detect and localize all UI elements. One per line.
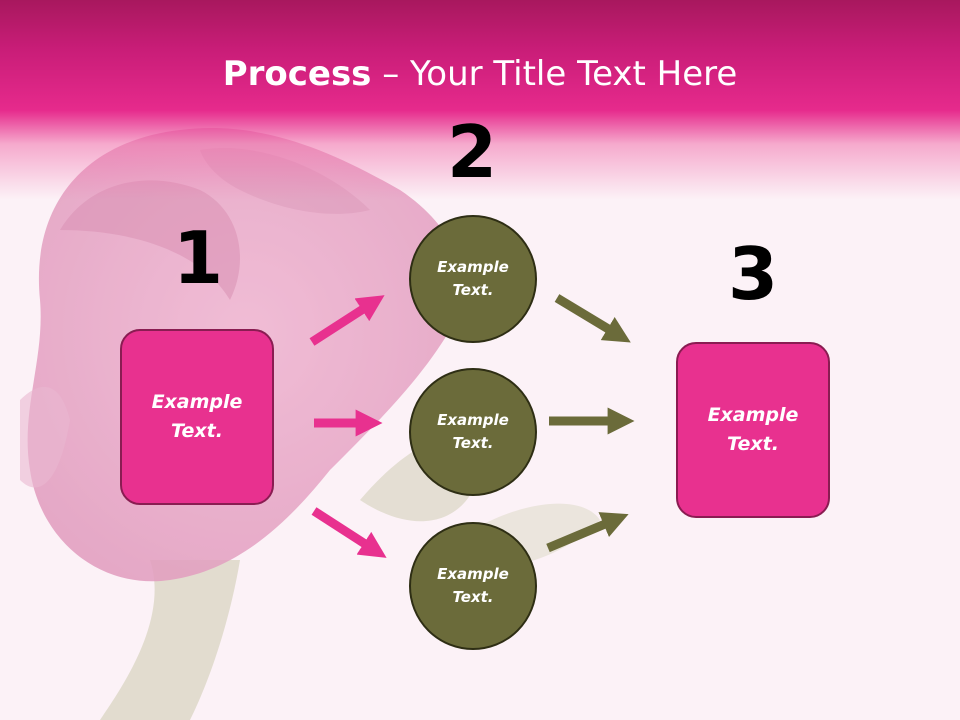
process-box-right: Example Text. [676, 342, 830, 518]
box-left-label: Example Text. [151, 391, 243, 442]
process-circle-top: Example Text. [409, 215, 537, 343]
rose-stem [100, 560, 240, 720]
circle-top-label: Example Text. [437, 258, 509, 299]
title-banner [0, 0, 960, 200]
process-circle-bottom: Example Text. [409, 522, 537, 650]
arrow-from-circle-bottom [546, 512, 629, 553]
rose-petal [60, 180, 240, 300]
process-circle-middle: Example Text. [409, 368, 537, 496]
arrow-to-circle-bottom [311, 507, 387, 558]
circle-middle-label: Example Text. [437, 411, 509, 452]
circle-bottom-label: Example Text. [437, 565, 509, 606]
step-number-1: 1 [172, 216, 224, 300]
process-box-left: Example Text. [120, 329, 274, 505]
step-number-3: 3 [727, 232, 779, 316]
arrow-to-circle-top [309, 295, 385, 346]
step-number-2: 2 [446, 110, 498, 194]
box-right-label: Example Text. [707, 404, 799, 455]
slide-title: Process – Your Title Text Here [0, 52, 960, 96]
title-bold: Process [222, 54, 372, 94]
arrow-from-circle-top [554, 294, 631, 343]
title-rest: – Your Title Text Here [371, 54, 738, 94]
rose-petal [20, 386, 70, 488]
